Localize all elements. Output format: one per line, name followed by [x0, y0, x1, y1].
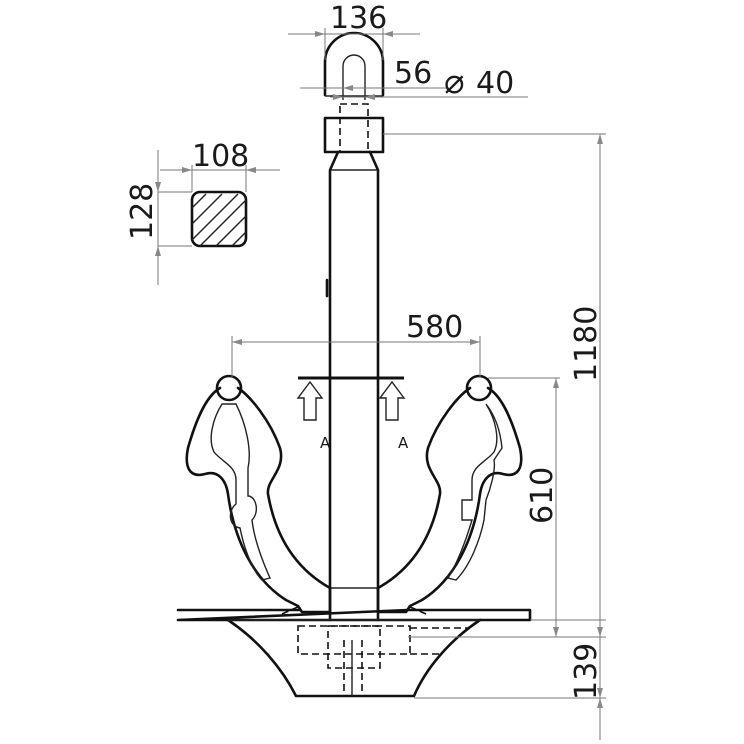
section-line-a-a: A A [296, 376, 409, 452]
dimension-labels: 136 56 ⌀ 40 108 128 580 1180 610 139 [125, 1, 604, 700]
dim-total-height: 1180 [569, 306, 604, 382]
section-label-left: A [320, 434, 331, 452]
dim-pin-width: 56 [394, 56, 432, 91]
shank-cross-section [157, 150, 280, 285]
anchor-arms [176, 374, 532, 698]
crown-hidden-detail [297, 625, 470, 696]
dimension-lines [155, 28, 606, 740]
dim-crown-height: 139 [569, 643, 604, 700]
dim-fluke-height: 610 [525, 467, 560, 524]
dim-pin-diameter: 40 [476, 66, 514, 101]
dim-section-height: 128 [125, 183, 160, 240]
anchor-shank [325, 150, 380, 622]
dim-pin-diameter-symbol: ⌀ [444, 62, 464, 102]
shackle [323, 31, 385, 154]
dim-shackle-width: 136 [330, 1, 387, 36]
dim-fluke-span: 580 [406, 310, 463, 345]
section-label-right: A [398, 434, 409, 452]
dim-section-width: 108 [192, 139, 249, 174]
